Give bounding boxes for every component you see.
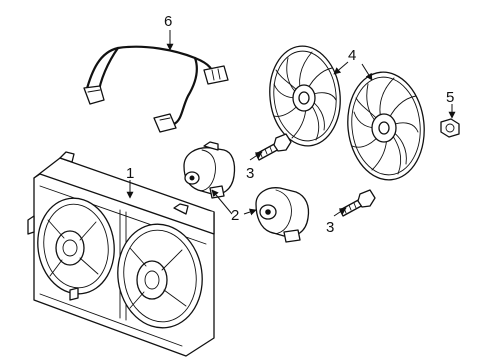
callout-6: 6	[164, 13, 172, 30]
nut	[440, 118, 460, 138]
bolt-lower	[339, 189, 376, 217]
fan-motor-lower	[255, 187, 310, 243]
fan-blade-left	[269, 45, 341, 147]
fan-blade-right	[347, 71, 425, 181]
wiring-harness	[83, 45, 229, 133]
callout-1: 1	[126, 165, 134, 182]
bolt-upper	[255, 133, 292, 161]
callout-5: 5	[446, 89, 454, 106]
fan-motor-upper	[183, 141, 236, 199]
leader-lines	[126, 30, 456, 217]
callout-2: 2	[231, 207, 239, 224]
callout-3-lower: 3	[326, 219, 334, 236]
callout-3-upper: 3	[246, 165, 254, 182]
fan-shroud	[27, 151, 215, 357]
callout-4: 4	[348, 47, 356, 64]
